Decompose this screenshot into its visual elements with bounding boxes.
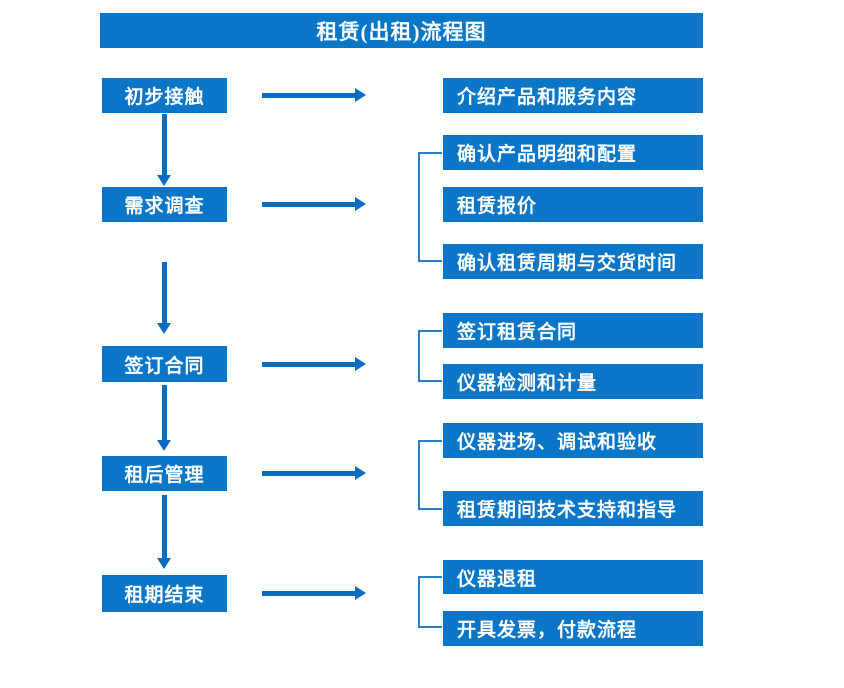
- stage-label-2: 需求调查: [124, 196, 205, 217]
- arrow-head: [355, 88, 366, 102]
- horizontal-arrow-5: [262, 586, 366, 600]
- detail-label-6: 仪器检测和计量: [457, 373, 598, 394]
- detail-box-1[interactable]: 介绍产品和服务内容: [443, 78, 703, 113]
- detail-label-9: 仪器退租: [457, 568, 538, 590]
- stage-box-5[interactable]: 租期结束: [102, 575, 227, 612]
- detail-box-6[interactable]: 仪器检测和计量: [443, 364, 703, 399]
- bracket-connector-4: [418, 576, 442, 628]
- arrow-shaft: [162, 262, 167, 323]
- arrow-head: [355, 586, 366, 600]
- vertical-flow-arrow-2: [157, 262, 171, 334]
- detail-label-7: 仪器进场、调试和验收: [457, 432, 658, 453]
- detail-box-9[interactable]: 仪器退租: [443, 560, 703, 594]
- detail-box-5[interactable]: 签订租赁合同: [443, 313, 703, 348]
- bracket-connector-2: [418, 330, 442, 382]
- arrow-shaft: [262, 202, 355, 207]
- detail-label-8: 租赁期间技术支持和指导: [457, 500, 678, 521]
- bracket-connector-3: [418, 440, 442, 510]
- detail-label-4: 确认租赁周期与交货时间: [457, 253, 678, 274]
- stage-label-5: 租期结束: [124, 585, 205, 606]
- detail-label-1: 介绍产品和服务内容: [457, 87, 638, 108]
- stage-box-2[interactable]: 需求调查: [102, 187, 227, 222]
- detail-box-7[interactable]: 仪器进场、调试和验收: [443, 423, 703, 458]
- stage-box-3[interactable]: 签订合同: [102, 346, 227, 382]
- arrow-shaft: [162, 495, 167, 558]
- arrow-shaft: [162, 385, 167, 440]
- horizontal-arrow-4: [262, 466, 366, 480]
- vertical-flow-arrow-4: [157, 495, 171, 569]
- arrow-head: [355, 357, 366, 371]
- detail-label-5: 签订租赁合同: [457, 322, 578, 343]
- bracket-connector-1: [418, 152, 442, 262]
- arrow-shaft: [262, 93, 355, 98]
- detail-box-8[interactable]: 租赁期间技术支持和指导: [443, 491, 703, 526]
- arrow-shaft: [262, 362, 355, 367]
- detail-label-2: 确认产品明细和配置: [457, 144, 638, 165]
- stage-box-4[interactable]: 租后管理: [102, 456, 227, 491]
- arrow-head: [157, 440, 171, 451]
- arrow-head: [355, 466, 366, 480]
- vertical-flow-arrow-1: [157, 114, 171, 186]
- horizontal-arrow-2: [262, 197, 366, 211]
- arrow-shaft: [162, 114, 167, 175]
- diagram-title-bar: 租赁(出租)流程图: [100, 13, 703, 48]
- vertical-flow-arrow-3: [157, 385, 171, 451]
- arrow-head: [157, 323, 171, 334]
- stage-label-3: 签订合同: [124, 355, 205, 377]
- arrow-head: [355, 197, 366, 211]
- diagram-title: 租赁(出租)流程图: [316, 19, 487, 44]
- arrow-head: [157, 558, 171, 569]
- detail-box-2[interactable]: 确认产品明细和配置: [443, 135, 703, 170]
- detail-box-4[interactable]: 确认租赁周期与交货时间: [443, 244, 703, 279]
- stage-box-1[interactable]: 初步接触: [102, 78, 227, 113]
- stage-label-4: 租后管理: [124, 465, 205, 486]
- detail-label-3: 租赁报价: [457, 196, 538, 217]
- horizontal-arrow-1: [262, 88, 366, 102]
- arrow-shaft: [262, 471, 355, 476]
- detail-label-10: 开具发票，付款流程: [457, 620, 638, 641]
- horizontal-arrow-3: [262, 357, 366, 371]
- detail-box-10[interactable]: 开具发票，付款流程: [443, 611, 703, 646]
- detail-box-3[interactable]: 租赁报价: [443, 187, 703, 222]
- arrow-shaft: [262, 591, 355, 596]
- arrow-head: [157, 175, 171, 186]
- stage-label-1: 初步接触: [124, 87, 205, 108]
